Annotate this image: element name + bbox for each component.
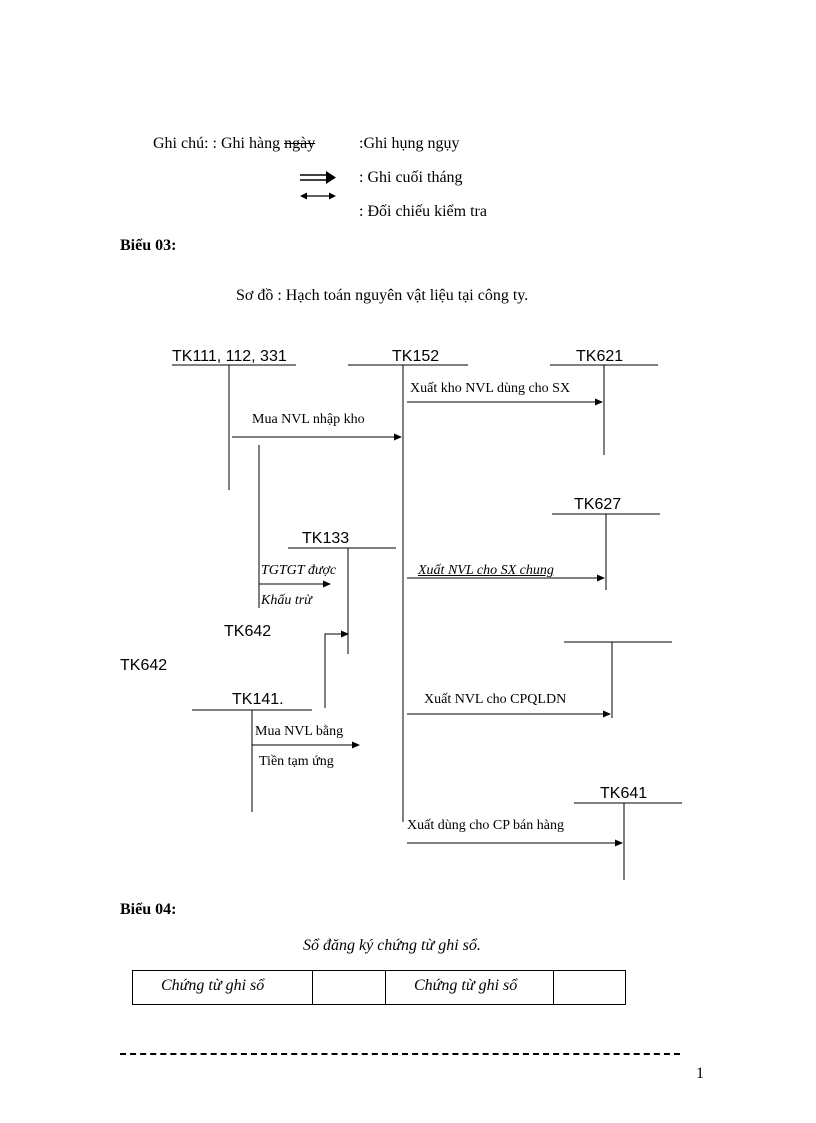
table-cell [312, 970, 386, 1005]
account-tk111: TK111, 112, 331 [172, 348, 287, 365]
tk141-to-tk133-arrow [324, 630, 349, 708]
section-04-heading: Biểu 04: [120, 901, 177, 918]
legend-arrows [300, 171, 336, 200]
account-tk133: TK133 [302, 530, 350, 547]
register-table: Chứng từ ghi sổ Chứng từ ghi sổ [132, 970, 626, 1005]
label-tien-tam-ung: Tiền tạm ứng [259, 754, 334, 769]
account-tk152: TK152 [392, 348, 440, 365]
bidirectional-arrow-icon [300, 192, 336, 200]
account-tk621: TK621 [576, 348, 624, 365]
section-03-heading: Biểu 03: [120, 237, 177, 254]
account-tk642-inner: TK642 [224, 623, 272, 640]
legend-label: Ghi chú: : Ghi hàng ngày [153, 136, 315, 152]
table-row: Chứng từ ghi sổ Chứng từ ghi sổ [132, 970, 626, 1005]
label-mua-bang: Mua NVL bằng [255, 724, 344, 739]
label-xuat-qldn: Xuất NVL cho CPQLDN [424, 692, 567, 707]
legend-month-end: : Ghi cuối tháng [359, 169, 463, 186]
account-tk141: TK141. [232, 691, 284, 708]
account-tk641: TK641 [600, 785, 648, 802]
label-xuat-ban-hang: Xuất dùng cho CP bán hàng [407, 818, 564, 833]
table-cell: Chứng từ ghi sổ [132, 970, 313, 1005]
legend-struck-word: ngày [284, 135, 316, 152]
section-04-title: Sổ đăng ký chứng từ ghi sổ. [303, 937, 481, 954]
legend-daily: :Ghi hụng ngụy [359, 135, 460, 152]
label-xuat-sx: Xuất kho NVL dùng cho SX [410, 381, 571, 396]
page-number: 1 [696, 1065, 704, 1082]
footer-divider [120, 1053, 680, 1055]
legend-prefix: Ghi chú: : Ghi hàng [153, 135, 285, 152]
section-03-title: Sơ đồ : Hạch toán nguyên vật liệu tại cô… [236, 287, 529, 304]
account-tk627: TK627 [574, 496, 622, 513]
double-arrow-icon [300, 171, 336, 184]
table-cell: Chứng từ ghi sổ [385, 970, 554, 1005]
label-xuat-sxc: Xuất NVL cho SX chung [418, 563, 554, 578]
accounting-diagram [172, 364, 682, 880]
account-tk642-outer: TK642 [120, 657, 168, 674]
label-tgtgt: TGTGT được [261, 563, 337, 578]
table-cell [553, 970, 626, 1005]
label-khau-tru: Khấu trừ [261, 593, 312, 608]
legend-reconcile: : Đối chiếu kiểm tra [359, 203, 487, 220]
label-mua-nhap: Mua NVL nhập kho [252, 412, 365, 427]
